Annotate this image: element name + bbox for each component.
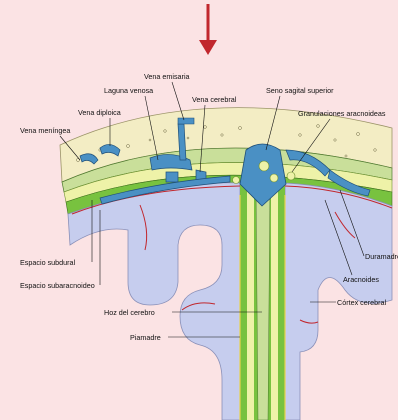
label-aracnoides: Aracnoides — [343, 275, 379, 284]
label-vena-diploica: Vena diploica — [78, 108, 121, 117]
down-arrow-icon — [199, 4, 217, 55]
label-granulaciones: Granulaciones aracnoideas — [298, 109, 386, 118]
label-espacio-subaracnoideo: Espacio subaracnoideo — [20, 281, 95, 290]
label-laguna-venosa: Laguna venosa — [104, 86, 153, 95]
label-vena-cerebral: Vena cerebral — [192, 95, 237, 104]
cerebral-cortex — [68, 183, 240, 420]
falx-arachnoid-right — [271, 190, 278, 420]
label-duramadre: Duramadre — [365, 252, 398, 261]
label-vena-meningea: Vena meníngea — [20, 126, 70, 135]
label-seno-sagital-superior: Seno sagital superior — [266, 86, 334, 95]
label-cortex-cerebral: Córtex cerebral — [337, 298, 387, 307]
label-espacio-subdural: Espacio subdural — [20, 258, 76, 267]
label-vena-emisaria: Vena emisaria — [144, 72, 190, 81]
falx-dura — [256, 188, 270, 420]
emissary-vein — [178, 118, 194, 124]
label-hoz-del-cerebro: Hoz del cerebro — [104, 308, 155, 317]
label-piamadre: Piamadre — [130, 333, 161, 342]
falx-arachnoid-left — [247, 190, 254, 420]
